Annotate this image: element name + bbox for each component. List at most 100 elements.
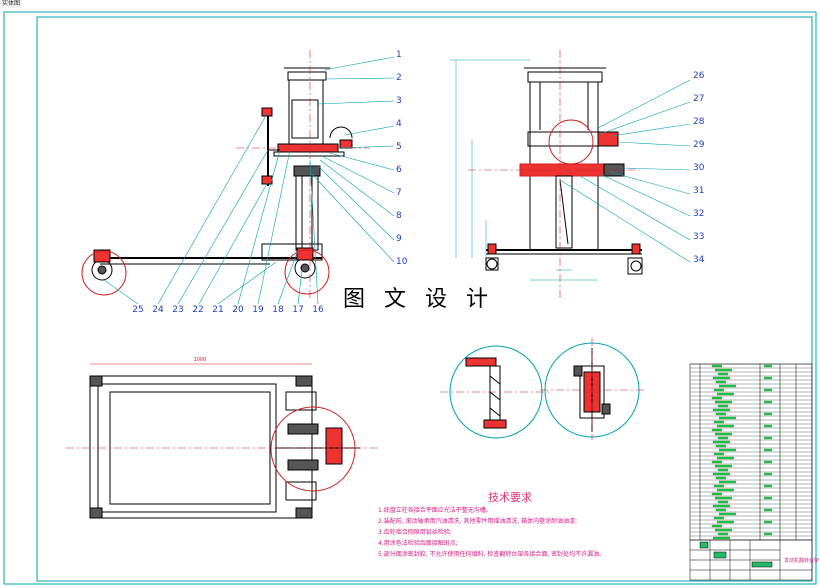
bom-row-mark	[716, 412, 726, 416]
front-detail-circle-right	[284, 249, 330, 295]
bom-row-mark	[764, 376, 772, 380]
bom-row-mark	[717, 392, 734, 396]
callout-number: 18	[272, 305, 284, 315]
technical-notes: 技术要求 1.底盘立柱各接合平面应光洁平整无沟槽。 2.装配前, 滚动轴承用汽油…	[378, 489, 708, 560]
side-view	[485, 67, 643, 275]
bom-row-mark	[764, 424, 772, 428]
callout-number: 31	[693, 186, 704, 196]
callout-number: 9	[396, 234, 402, 244]
callout-number: 20	[232, 305, 244, 315]
bom-row-mark	[764, 436, 772, 440]
bom-row-mark	[718, 404, 728, 408]
detail-a-parts	[465, 357, 507, 429]
plan-detail-circle	[270, 406, 356, 492]
bom-row-mark	[716, 444, 726, 448]
bom-row-mark	[764, 508, 772, 512]
bom-row-mark	[715, 368, 732, 372]
outer-border	[3, 11, 817, 585]
callout-number: 10	[396, 257, 408, 267]
notes-item-1: 1.底盘立柱各接合平面应光洁平整无沟槽。	[378, 507, 492, 514]
callout-number: 5	[396, 142, 402, 152]
bom-row-mark	[718, 532, 728, 536]
bom-row-mark	[719, 384, 736, 388]
bom-row-mark	[764, 460, 772, 464]
bom-row-mark	[715, 528, 732, 532]
callout-number: 7	[396, 188, 402, 198]
callout-number: 8	[396, 211, 402, 221]
bom-row-mark	[764, 412, 772, 416]
callout-number: 17	[292, 305, 303, 315]
bom-row-mark	[713, 504, 730, 508]
front-leaders-bottom	[103, 111, 319, 305]
bom-row-mark	[713, 376, 730, 380]
bom-row-mark	[718, 500, 728, 504]
callout-number: 28	[693, 117, 705, 127]
bom-row-mark	[764, 532, 772, 536]
bom-row-mark	[714, 452, 724, 456]
drawing-sheet: 1000	[3, 11, 817, 585]
bom-row-mark	[764, 448, 772, 452]
bom-row-mark	[716, 476, 726, 480]
bom-row-mark	[715, 432, 732, 436]
front-leaders-right	[309, 56, 395, 263]
bom-row-mark	[712, 364, 722, 368]
title-block-name: 发动机翻转台架	[784, 558, 820, 564]
callout-number: 33	[693, 232, 704, 242]
bom-row-mark	[718, 372, 728, 376]
side-detail-circle	[548, 119, 594, 165]
overlay-title: 图 文 设 计	[341, 281, 496, 313]
bom-row-mark	[717, 424, 734, 428]
bom-row-mark	[713, 536, 730, 540]
bom-row-mark	[717, 520, 734, 524]
callout-number: 19	[252, 305, 264, 315]
bom-row-mark	[715, 400, 732, 404]
inner-border	[36, 16, 813, 582]
bom-row-mark	[764, 472, 772, 476]
bom-row-mark	[712, 492, 722, 496]
bom-row-mark	[764, 388, 772, 392]
bom-row-mark	[764, 520, 772, 524]
bom-rows	[690, 363, 812, 540]
bom-row-mark	[712, 460, 722, 464]
bom-row-mark	[712, 396, 722, 400]
bom-row-mark	[719, 416, 736, 420]
bom-row-mark	[713, 440, 730, 444]
callout-number: 26	[693, 71, 705, 81]
callout-number: 32	[693, 209, 704, 219]
callout-number: 23	[172, 305, 183, 315]
callout-number: 16	[312, 305, 324, 315]
side-dimensions	[450, 59, 598, 281]
notes-item-4: 4.用涂色法检验齿面接触斑点;	[378, 540, 458, 547]
bom-row-mark	[714, 420, 724, 424]
side-leaders	[559, 79, 691, 263]
bom-row-mark	[714, 388, 724, 392]
bom-row-mark	[764, 364, 772, 368]
callout-number: 1	[396, 50, 402, 60]
callout-number: 34	[693, 255, 705, 265]
title-block	[689, 539, 813, 581]
callout-number: 21	[212, 305, 223, 315]
bom-row-mark	[716, 508, 726, 512]
bom-row-mark	[717, 456, 734, 460]
callout-number: 30	[693, 163, 705, 173]
notes-title: 技术要求	[488, 491, 532, 504]
bom-row-mark	[717, 488, 734, 492]
bom-row-mark	[719, 480, 736, 484]
callout-number: 24	[152, 305, 164, 315]
plan-dim-text: 1000	[194, 357, 207, 363]
bom-row-mark	[764, 484, 772, 488]
callout-number: 27	[693, 94, 704, 104]
bom-row-mark	[712, 428, 722, 432]
bom-row-mark	[764, 400, 772, 404]
plan-view	[89, 375, 360, 519]
bom-row-mark	[718, 436, 728, 440]
bom-row-mark	[713, 408, 730, 412]
callout-number: 6	[396, 165, 402, 175]
notes-item-2: 2.装配前, 滚动轴承用汽油清洗, 其他零件用煤油清洗, 箱体内壁涂耐油油漆;	[378, 518, 578, 525]
notes-item-3: 3.齿轮啮合侧隙用铅丝检验;	[378, 529, 452, 536]
bom-row-mark	[715, 464, 732, 468]
callout-number: 4	[396, 119, 402, 129]
bom-row-mark	[712, 524, 722, 528]
